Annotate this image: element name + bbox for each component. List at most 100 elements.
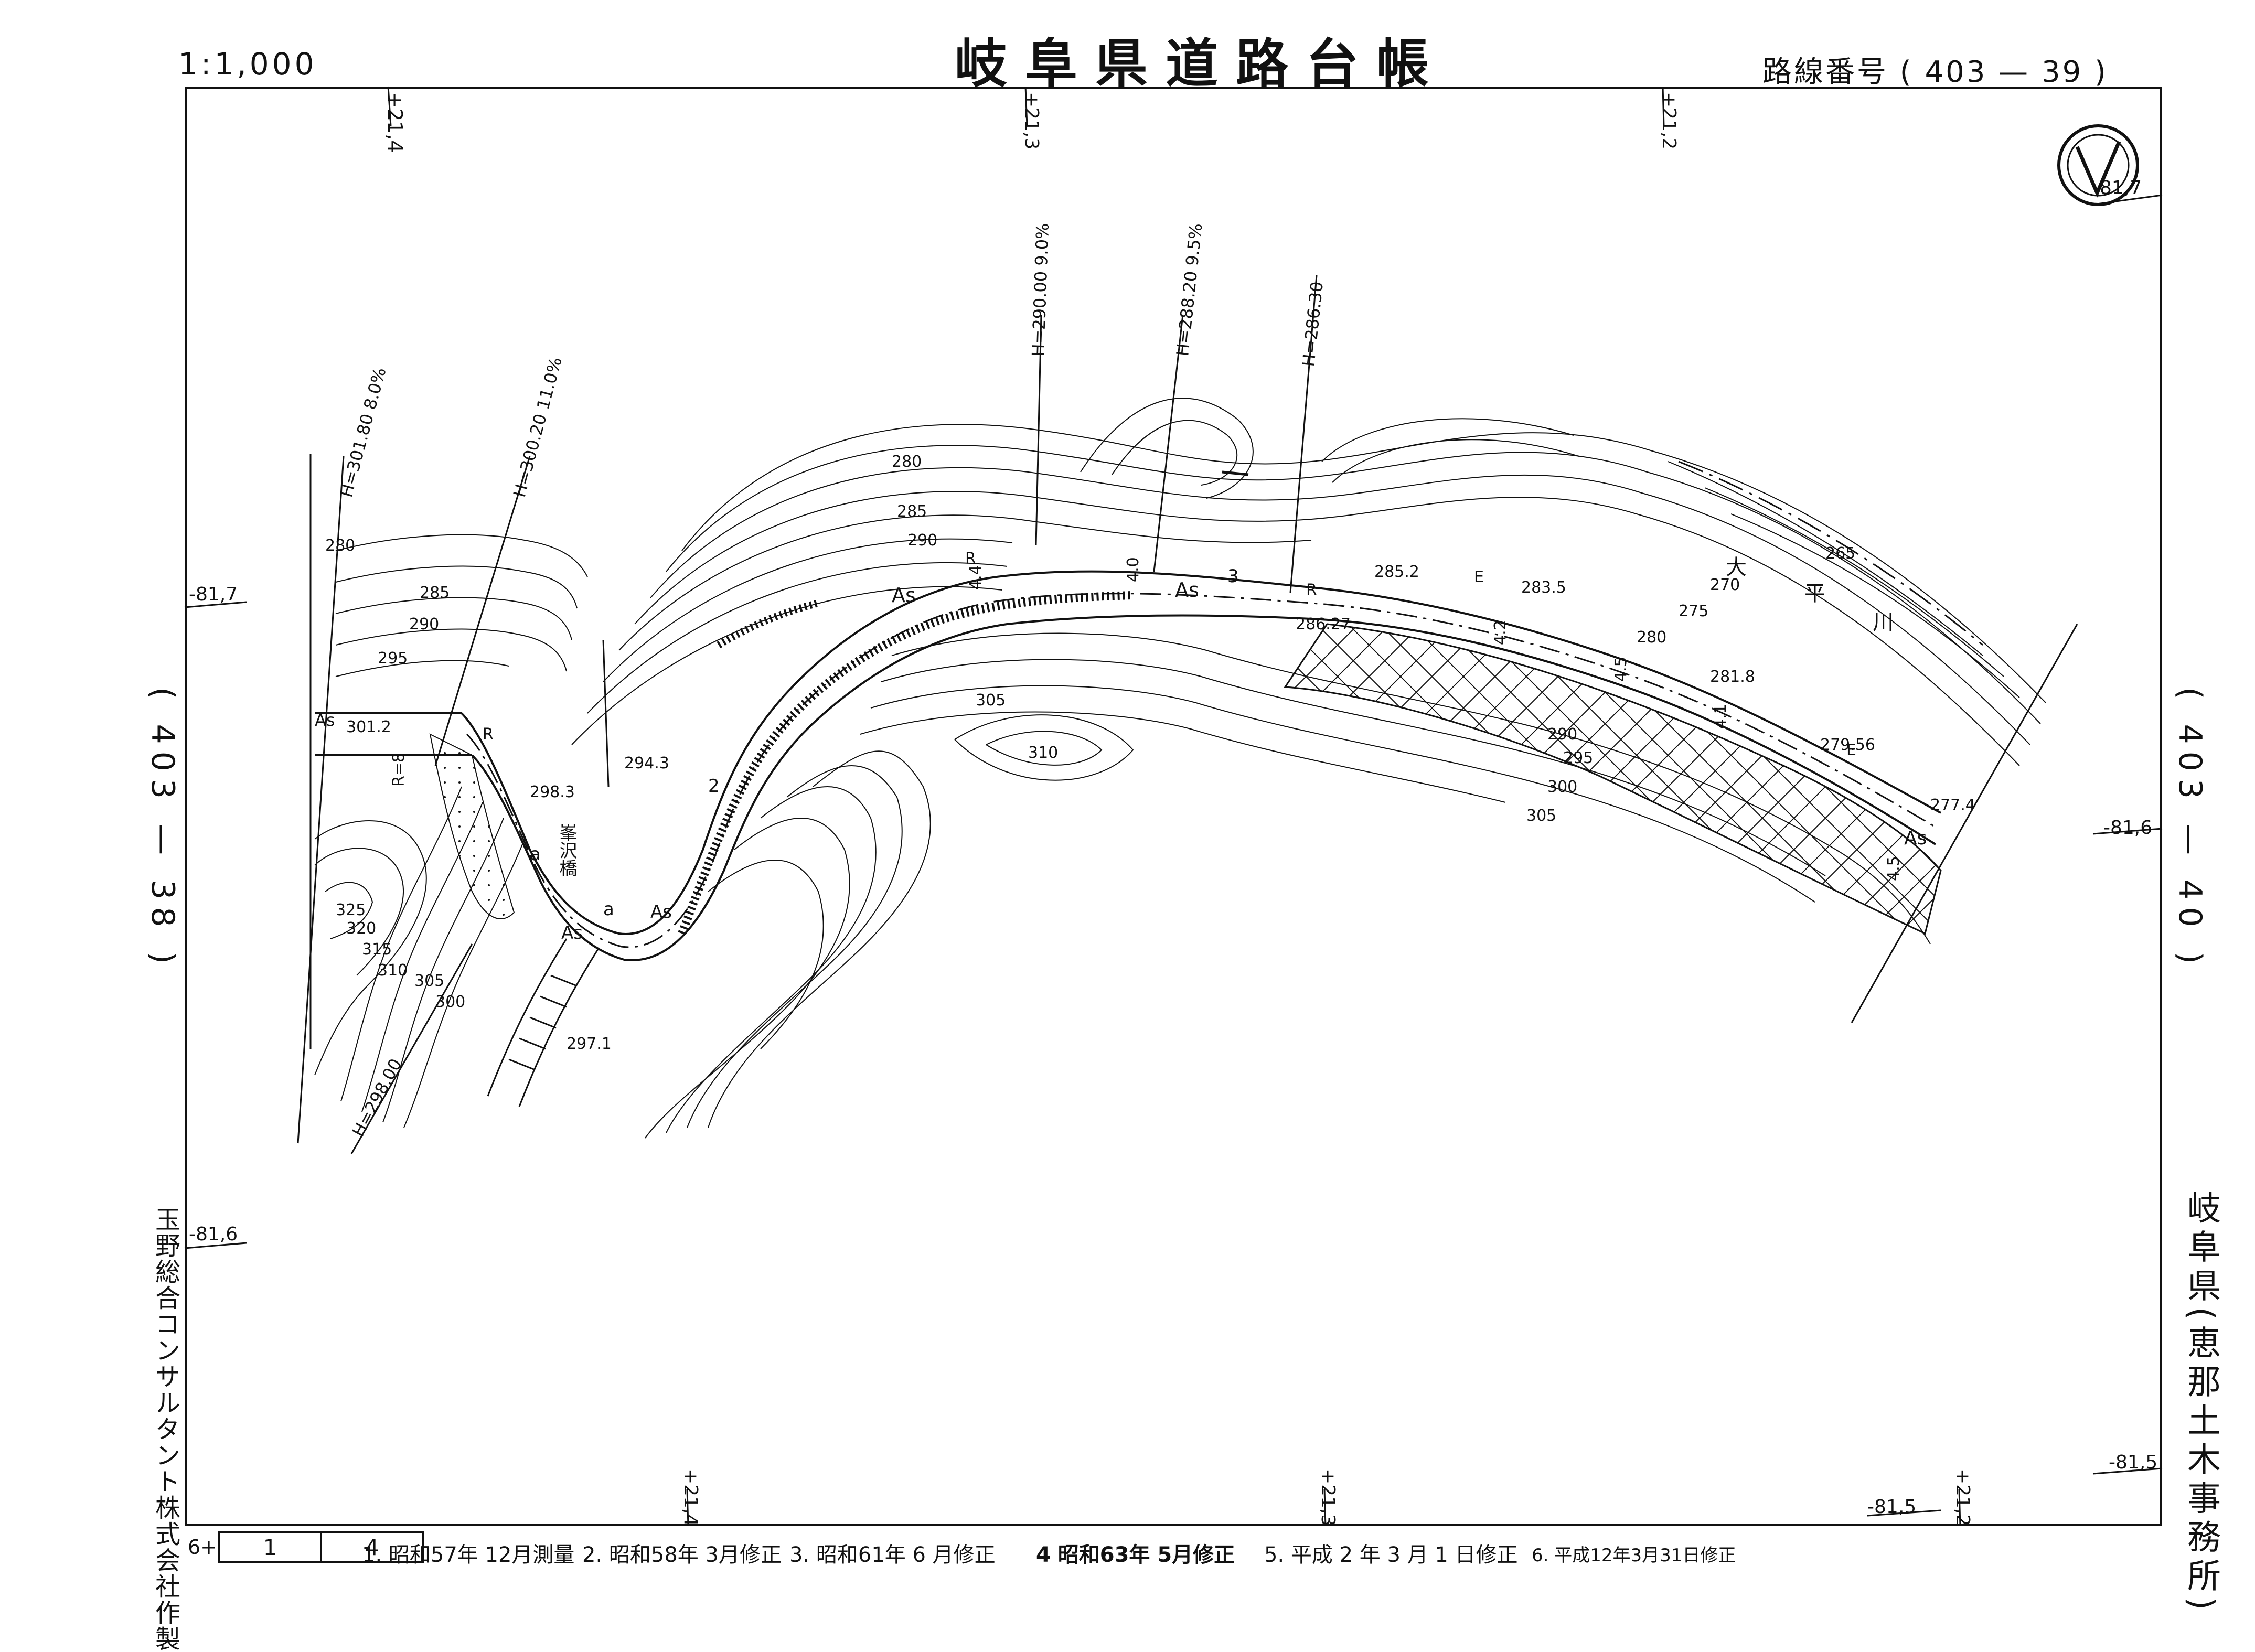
- coord-label: -81,6: [189, 1224, 238, 1245]
- adjacent-sheet-left: ( 403 — 38 ): [144, 687, 181, 971]
- map-label: 2: [708, 776, 720, 797]
- coord-tick: [1323, 1489, 1327, 1527]
- river-line: [1678, 460, 1983, 646]
- height-label: H=298.00: [348, 1055, 406, 1140]
- contour-label: 280: [1637, 628, 1666, 647]
- contour-label: 300: [435, 993, 465, 1011]
- river-label: 大: [1726, 555, 1747, 580]
- sheet-cell-left: 1: [218, 1531, 323, 1563]
- map-label: R: [965, 550, 976, 568]
- elevation-label: 301.2: [346, 718, 391, 736]
- coord-tick: [2092, 194, 2163, 206]
- flow-arrow-icon: [1222, 470, 1249, 476]
- contour-label: 270: [1710, 576, 1740, 594]
- coord-label: +21,4: [680, 1468, 701, 1526]
- height-lines: [297, 275, 2078, 1154]
- stream-line: [602, 639, 610, 787]
- coord-label: +21,3: [1317, 1468, 1339, 1526]
- contour-lines-nw: [335, 534, 588, 677]
- coord-label: -81,5: [1867, 1496, 1916, 1518]
- contour-label: 325: [336, 901, 366, 919]
- contour-label: 320: [346, 919, 376, 938]
- elevation-label: 285.2: [1374, 563, 1419, 581]
- contour-label: 295: [378, 649, 408, 668]
- road-map: 280 285 290 295 280 285 290 305 310 265 …: [184, 86, 2163, 1527]
- contour-label: 285: [897, 502, 927, 521]
- river-label: 川: [1873, 610, 1894, 635]
- contour-label: 295: [1563, 749, 1593, 767]
- coord-tick: [1958, 1489, 1961, 1527]
- map-label: 4.1: [1712, 704, 1730, 729]
- contour-label: 290: [907, 531, 937, 550]
- height-label: H=300.20 11.0%: [509, 355, 566, 499]
- elevation-label: 277.4: [1930, 796, 1975, 814]
- map-label: a: [603, 899, 614, 920]
- contour-label: 305: [976, 691, 1006, 710]
- route-number: 路線番号 ( 403 — 39 ): [1762, 55, 2108, 89]
- elevation-label: 283.5: [1521, 578, 1566, 597]
- elevation-label: 297.1: [567, 1035, 612, 1053]
- contour-label: 305: [414, 972, 444, 990]
- contour-label: 290: [409, 615, 439, 634]
- retaining-wall: [717, 599, 819, 649]
- contour-lines-lower: [645, 632, 1931, 1139]
- coord-label: -81,5: [2109, 1452, 2157, 1473]
- coord-tick: [184, 601, 247, 608]
- coord-label: +21,2: [1658, 92, 1680, 149]
- map-label: 4.4: [967, 565, 985, 590]
- map-label: 4.2: [1491, 620, 1510, 645]
- height-label: H=301.80 8.0%: [336, 366, 390, 499]
- map-label: a: [530, 844, 541, 865]
- coord-tick: [2092, 828, 2163, 835]
- height-label: H=288.20 9.5%: [1172, 222, 1206, 357]
- road-surface-label: As: [650, 902, 672, 922]
- coord-label: -81,7: [189, 584, 238, 605]
- contour-lines: [571, 398, 2046, 766]
- elevation-label: 294.3: [624, 754, 669, 773]
- coord-tick: [2092, 1467, 2163, 1475]
- coord-tick: [184, 1242, 247, 1249]
- contour-label: 305: [1526, 807, 1556, 825]
- contour-label: 310: [378, 961, 408, 980]
- river-label: 平: [1804, 582, 1825, 606]
- contour-label: 290: [1547, 725, 1577, 744]
- elevation-label: 281.8: [1710, 668, 1755, 686]
- road-edges: [315, 570, 1941, 961]
- contour-label: 275: [1679, 602, 1708, 620]
- map-frame: [185, 87, 2162, 1526]
- side-road: [487, 938, 599, 1107]
- map-label: 4.5: [1885, 856, 1903, 881]
- radius-label: R=8: [390, 753, 408, 787]
- page-title: 岐阜県道路台帳: [955, 33, 1447, 94]
- fill-area: [429, 733, 515, 919]
- road-surface-label: As: [561, 922, 583, 943]
- road-centerline: [466, 593, 1939, 948]
- elevation-label: 298.3: [530, 783, 575, 801]
- map-label: 4.5: [1612, 657, 1630, 682]
- sheet-index: 6+ 1 4: [188, 1531, 424, 1563]
- map-label: 3: [1227, 566, 1239, 587]
- road-surface-label: As: [1175, 578, 1199, 602]
- sheet-cell-right: 4: [320, 1531, 424, 1563]
- map-label: 4.0: [1124, 557, 1142, 582]
- contour-label: 310: [1028, 744, 1058, 762]
- contour-label: 285: [420, 584, 450, 602]
- map-label: R: [483, 725, 494, 744]
- map-scale: 1:1,000: [178, 46, 317, 82]
- coord-label: +21,3: [1021, 92, 1042, 149]
- contour-label: 280: [325, 537, 355, 555]
- contour-label: 265: [1825, 544, 1855, 563]
- coord-tick: [387, 86, 392, 126]
- road-surface-label: As: [892, 584, 916, 607]
- revision-note: 6. 平成12年3月31日修正: [1532, 1545, 1736, 1566]
- map-label: E: [1474, 568, 1484, 586]
- height-label: H=290.00 9.0%: [1028, 223, 1053, 357]
- elevation-label: 286.27: [1296, 615, 1351, 634]
- revision-note: 1. 昭和57年 12月測量: [362, 1543, 575, 1567]
- contour-label: 315: [362, 940, 392, 959]
- retaining-wall: [678, 591, 1134, 935]
- contour-label: 300: [1547, 778, 1577, 796]
- road-surface-label: As: [315, 710, 335, 730]
- revision-note: 4 昭和63年 5月修正: [1036, 1543, 1235, 1567]
- coord-label: -81,7: [2093, 177, 2142, 199]
